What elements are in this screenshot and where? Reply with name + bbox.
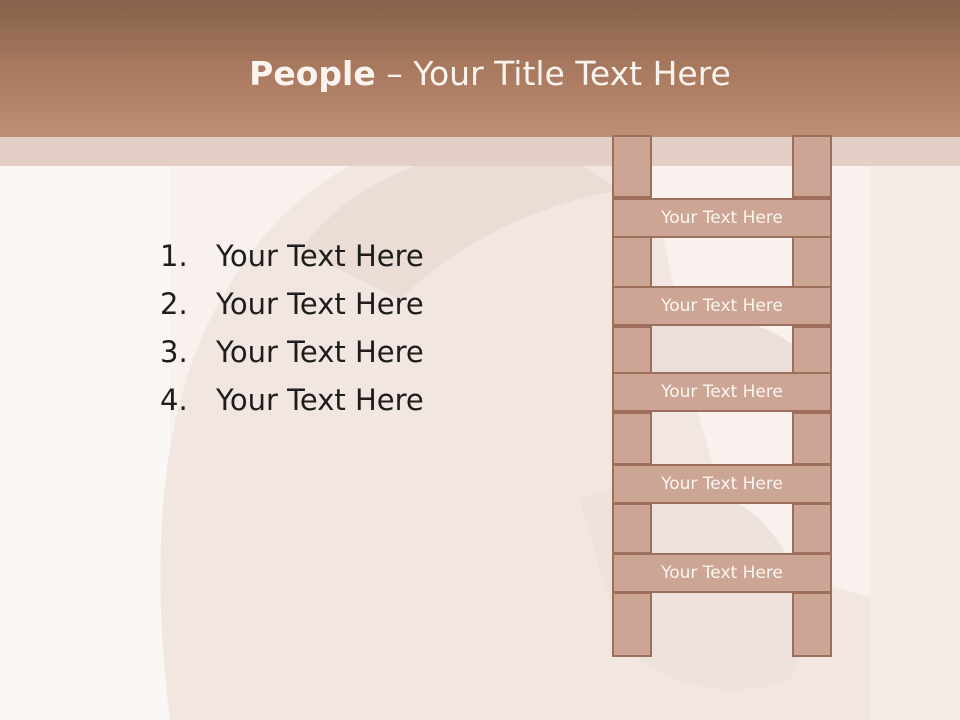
list-item: 1. Your Text Here xyxy=(160,232,424,280)
title-bold-text: People xyxy=(249,54,376,93)
ladder-right-rail-segment xyxy=(792,236,832,288)
list-text: Your Text Here xyxy=(216,335,424,369)
ladder-rung: Your Text Here xyxy=(612,464,832,504)
ladder-left-rail-segment xyxy=(612,503,652,554)
ladder-right-rail-segment xyxy=(792,503,832,554)
list-item: 2. Your Text Here xyxy=(160,280,424,328)
ladder-left-rail-segment xyxy=(612,135,652,198)
slide-title: People – Your Title Text Here xyxy=(0,52,960,96)
list-number: 2. xyxy=(160,287,188,321)
ladder-right-rail-segment xyxy=(792,135,832,198)
ladder-left-rail-segment xyxy=(612,592,652,657)
ladder-rung: Your Text Here xyxy=(612,372,832,412)
list-text: Your Text Here xyxy=(216,239,424,273)
list-text: Your Text Here xyxy=(216,287,424,321)
ladder-right-rail-segment xyxy=(792,412,832,465)
list-item: 3. Your Text Here xyxy=(160,328,424,376)
list-number: 1. xyxy=(160,239,188,273)
list-item: 4. Your Text Here xyxy=(160,376,424,424)
ladder-right-rail-segment xyxy=(792,326,832,374)
ladder-rung: Your Text Here xyxy=(612,553,832,593)
ladder-left-rail-segment xyxy=(612,236,652,288)
title-rest-text: – Your Title Text Here xyxy=(375,54,731,93)
title-bar xyxy=(0,0,960,137)
ladder-rung: Your Text Here xyxy=(612,286,832,326)
ladder-left-rail-segment xyxy=(612,412,652,465)
ladder-left-rail-segment xyxy=(612,326,652,374)
numbered-list: 1. Your Text Here 2. Your Text Here 3. Your… xyxy=(160,232,424,424)
list-text: Your Text Here xyxy=(216,383,424,417)
ladder-rung: Your Text Here xyxy=(612,198,832,238)
list-number: 3. xyxy=(160,335,188,369)
list-number: 4. xyxy=(160,383,188,417)
ladder-right-rail-segment xyxy=(792,592,832,657)
